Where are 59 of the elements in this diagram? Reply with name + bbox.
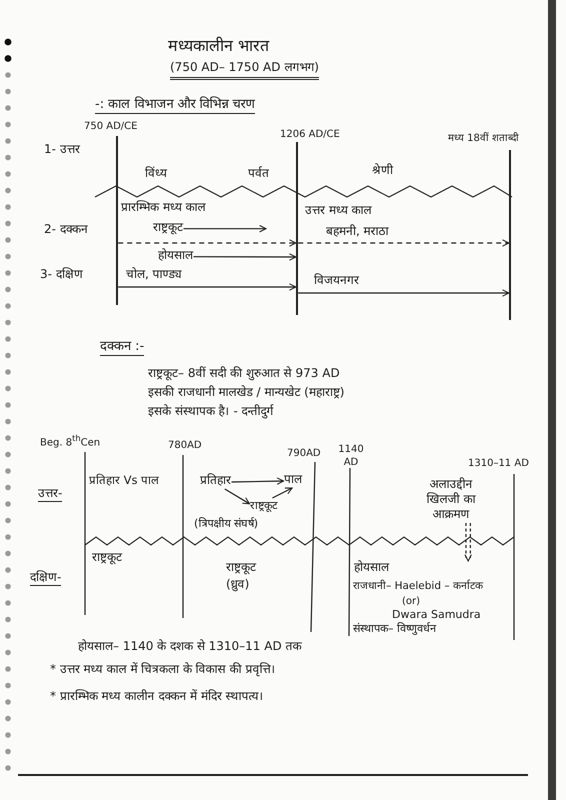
arrow	[118, 283, 296, 291]
note-text: इसकी राजधानी मालखेड / मान्यखेट (महाराष्ट्र)	[148, 385, 344, 400]
edge-label: चोल, पाण्ड्य	[126, 267, 182, 282]
capital-text: राजधानी– Haelebid – कर्नाटक	[353, 580, 483, 594]
period-divider-line	[296, 142, 298, 315]
row-label: 1- उत्तर	[44, 142, 80, 157]
arrow	[224, 488, 250, 504]
note-text: * प्रारम्भिक मध्य कालीन दक्कन में मंदिर स्थापत्य।	[50, 689, 264, 704]
period-divider-line	[116, 136, 118, 305]
arrow	[298, 289, 510, 297]
section-heading: दक्कन :-	[100, 339, 144, 356]
date-label: Beg. 8$^{th}$Cen	[40, 433, 100, 450]
dynasty-label: (ध्रुव)	[226, 577, 250, 592]
date-label: 750 AD/CE	[84, 121, 138, 134]
arrow	[194, 253, 296, 261]
arrow	[464, 522, 472, 562]
note-text: इसके संस्थापक है। - दन्तीदुर्ग	[148, 404, 274, 419]
dynasty-label: पाल	[284, 472, 302, 487]
mountain-label: श्रेणी	[372, 163, 393, 178]
mountain-label: पर्वत	[248, 166, 269, 181]
arrow	[184, 224, 267, 232]
dynasty-label: होयसाल	[354, 560, 389, 575]
date-label: मध्य 18वीं शताब्दी	[448, 133, 520, 146]
date-label: 780AD	[168, 440, 202, 452]
row-label: 3- दक्षिण	[40, 267, 83, 282]
arrow	[272, 487, 293, 499]
arrow	[231, 477, 284, 485]
section-heading: -: काल विभाजन और विभिन्न चरण	[95, 97, 255, 114]
note-text: राष्ट्रकूट– 8वीं सदी की शुरुआत से 973 AD	[148, 366, 340, 381]
note-text: * उत्तर मध्य काल में चित्रकला के विकास की प्रवृत्ति।	[50, 662, 276, 677]
row-label: उत्तर-	[38, 486, 62, 502]
mountain-label: विंध्य	[145, 166, 167, 181]
dynasty-label: प्रतिहार Vs पाल	[89, 473, 160, 488]
row-label: दक्षिण-	[30, 570, 62, 586]
arrow	[118, 239, 296, 247]
dynasty-label: राष्ट्रकूट	[226, 560, 256, 575]
date-label: 790AD	[287, 448, 321, 460]
date-label: 1140 AD	[337, 444, 365, 469]
title: मध्यकालीन भारत	[168, 36, 270, 56]
dynasty-label: होयसाल	[158, 248, 193, 263]
period-divider-line	[509, 150, 511, 320]
edge-label: बहमनी, मराठा	[326, 224, 389, 239]
note-text: होयसाल– 1140 के दशक से 1310–11 AD तक	[78, 639, 302, 654]
dynasty-label: राष्ट्रकूट	[250, 499, 278, 513]
arrow	[298, 239, 510, 247]
founder-text: संस्थापक– विष्णुवर्धन	[353, 622, 436, 636]
dynasty-label: प्रतिहार	[200, 473, 231, 488]
subtitle: (750 AD– 1750 AD लगभग)	[170, 60, 319, 80]
date-label: 1310–11 AD	[468, 458, 529, 470]
date-label: 1206 AD/CE	[280, 129, 340, 142]
row-label: 2- दक्कन	[44, 222, 88, 237]
conflict-label: (त्रिपक्षीय संघर्ष)	[194, 517, 258, 531]
dynasty-label: राष्ट्रकूट	[92, 550, 122, 565]
capital-text: Dwara Samudra	[392, 608, 481, 622]
period-label: प्रारम्भिक मध्य काल	[121, 200, 206, 215]
period-label: उत्तर मध्य काल	[305, 203, 372, 218]
dynasty-label: राष्ट्रकूट	[153, 220, 183, 235]
invasion-note: अलाउद्दीन खिलजी का आक्रमण	[412, 477, 490, 522]
capital-text: (or)	[402, 596, 420, 608]
